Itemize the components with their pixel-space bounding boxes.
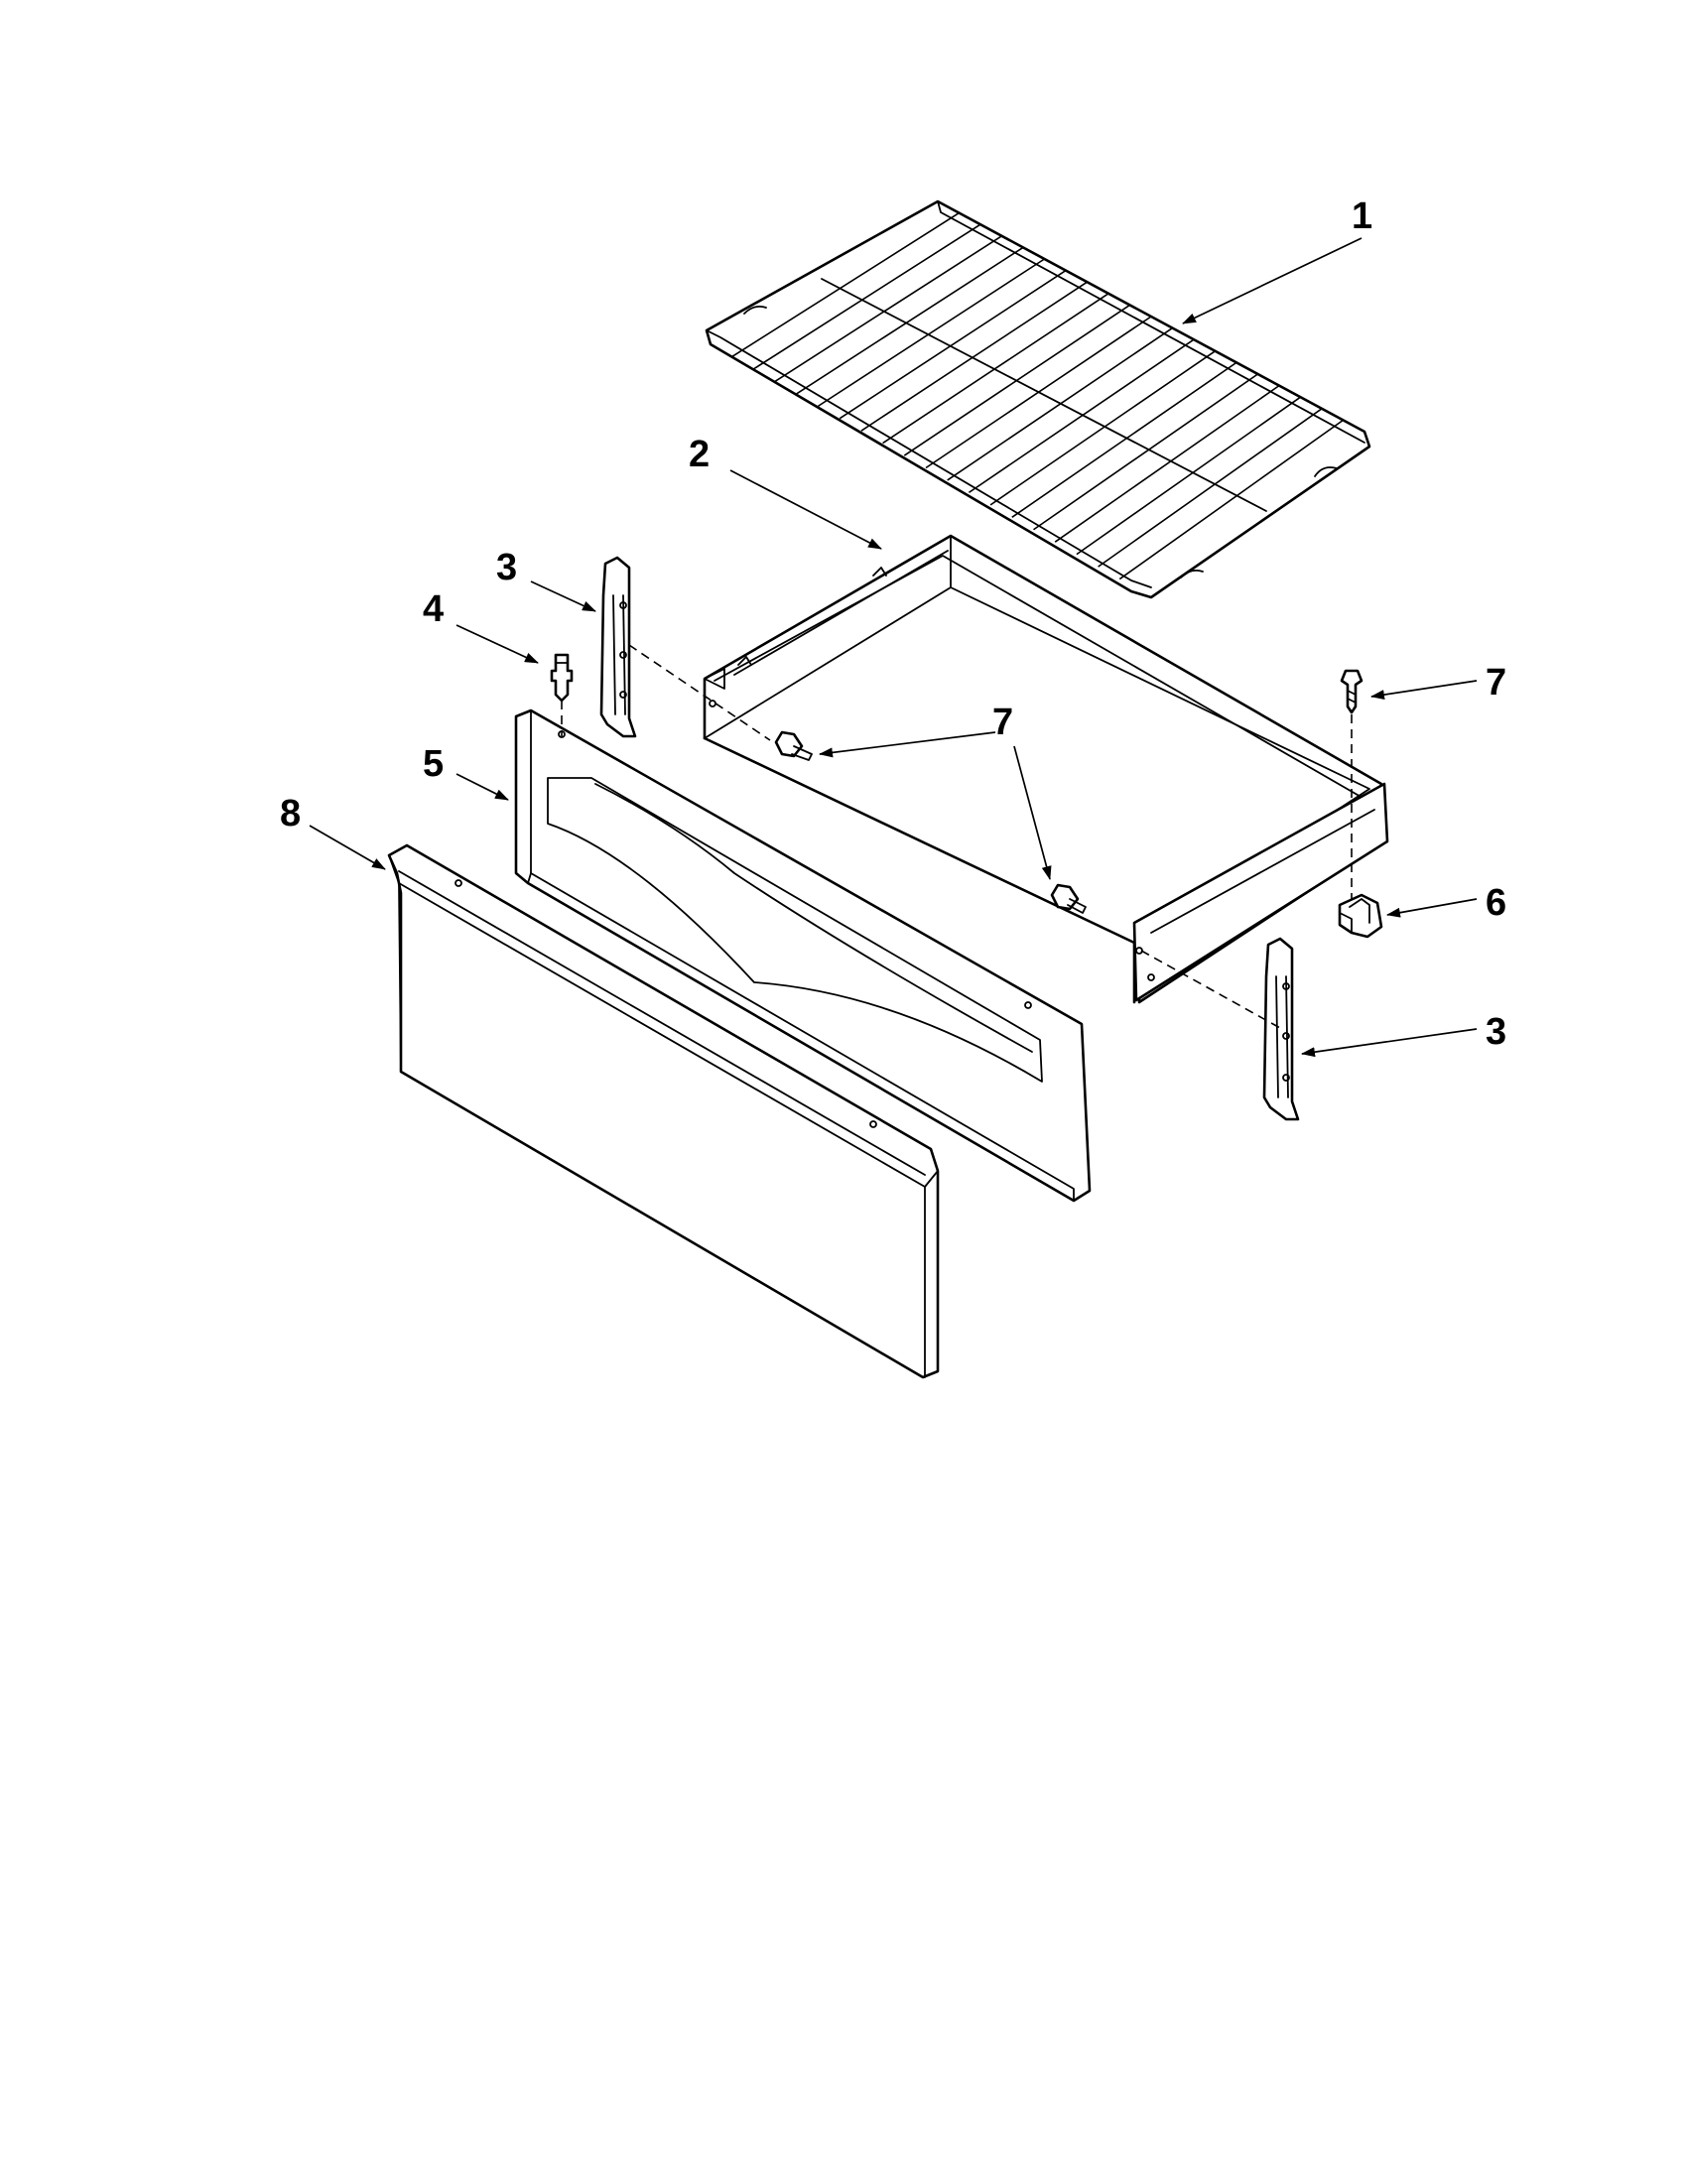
drawer-outer-panel [387,843,940,1379]
callout-3-right: 3 [1486,1011,1506,1053]
screw-lower [1050,883,1087,914]
callout-1: 1 [1352,195,1372,237]
rack-wire [1011,361,1237,518]
screw-center [774,730,813,761]
rack-wire [1054,384,1280,543]
rack-wire [796,246,1024,395]
rack-wire [882,293,1109,445]
rack-wire [1033,373,1258,531]
rack-wire [989,350,1216,506]
callout-7-center: 7 [992,702,1013,743]
rack-wire [860,281,1088,432]
callout-3-left: 3 [496,547,517,588]
rack-wire [818,258,1045,407]
rack-wire [1076,396,1301,556]
drawer-pin [550,653,574,703]
slide-bracket-right [1262,937,1300,1121]
callout-6: 6 [1486,882,1506,924]
rack-wire [839,269,1067,420]
callout-5: 5 [423,743,444,785]
callout-7-right: 7 [1486,662,1506,704]
rack-wire [752,223,981,370]
callout-2: 2 [689,434,710,475]
rack-wire [731,211,960,358]
leader-lines [309,237,1478,1058]
rack-wire [1118,419,1344,580]
oven-rack [705,199,1371,599]
rack-wire [774,235,1002,383]
screw-top-right [1340,669,1363,714]
rack-wires [731,211,1344,580]
drawer-clip [1338,893,1383,939]
callout-8: 8 [280,793,301,835]
slide-bracket-left [599,556,637,738]
alignment-lines [561,644,1353,1029]
rack-wire [1098,408,1323,568]
callout-4: 4 [423,588,444,630]
drawer-front-panel [514,708,1092,1203]
rack-wire [968,338,1195,494]
drawer-body [703,534,1389,1004]
